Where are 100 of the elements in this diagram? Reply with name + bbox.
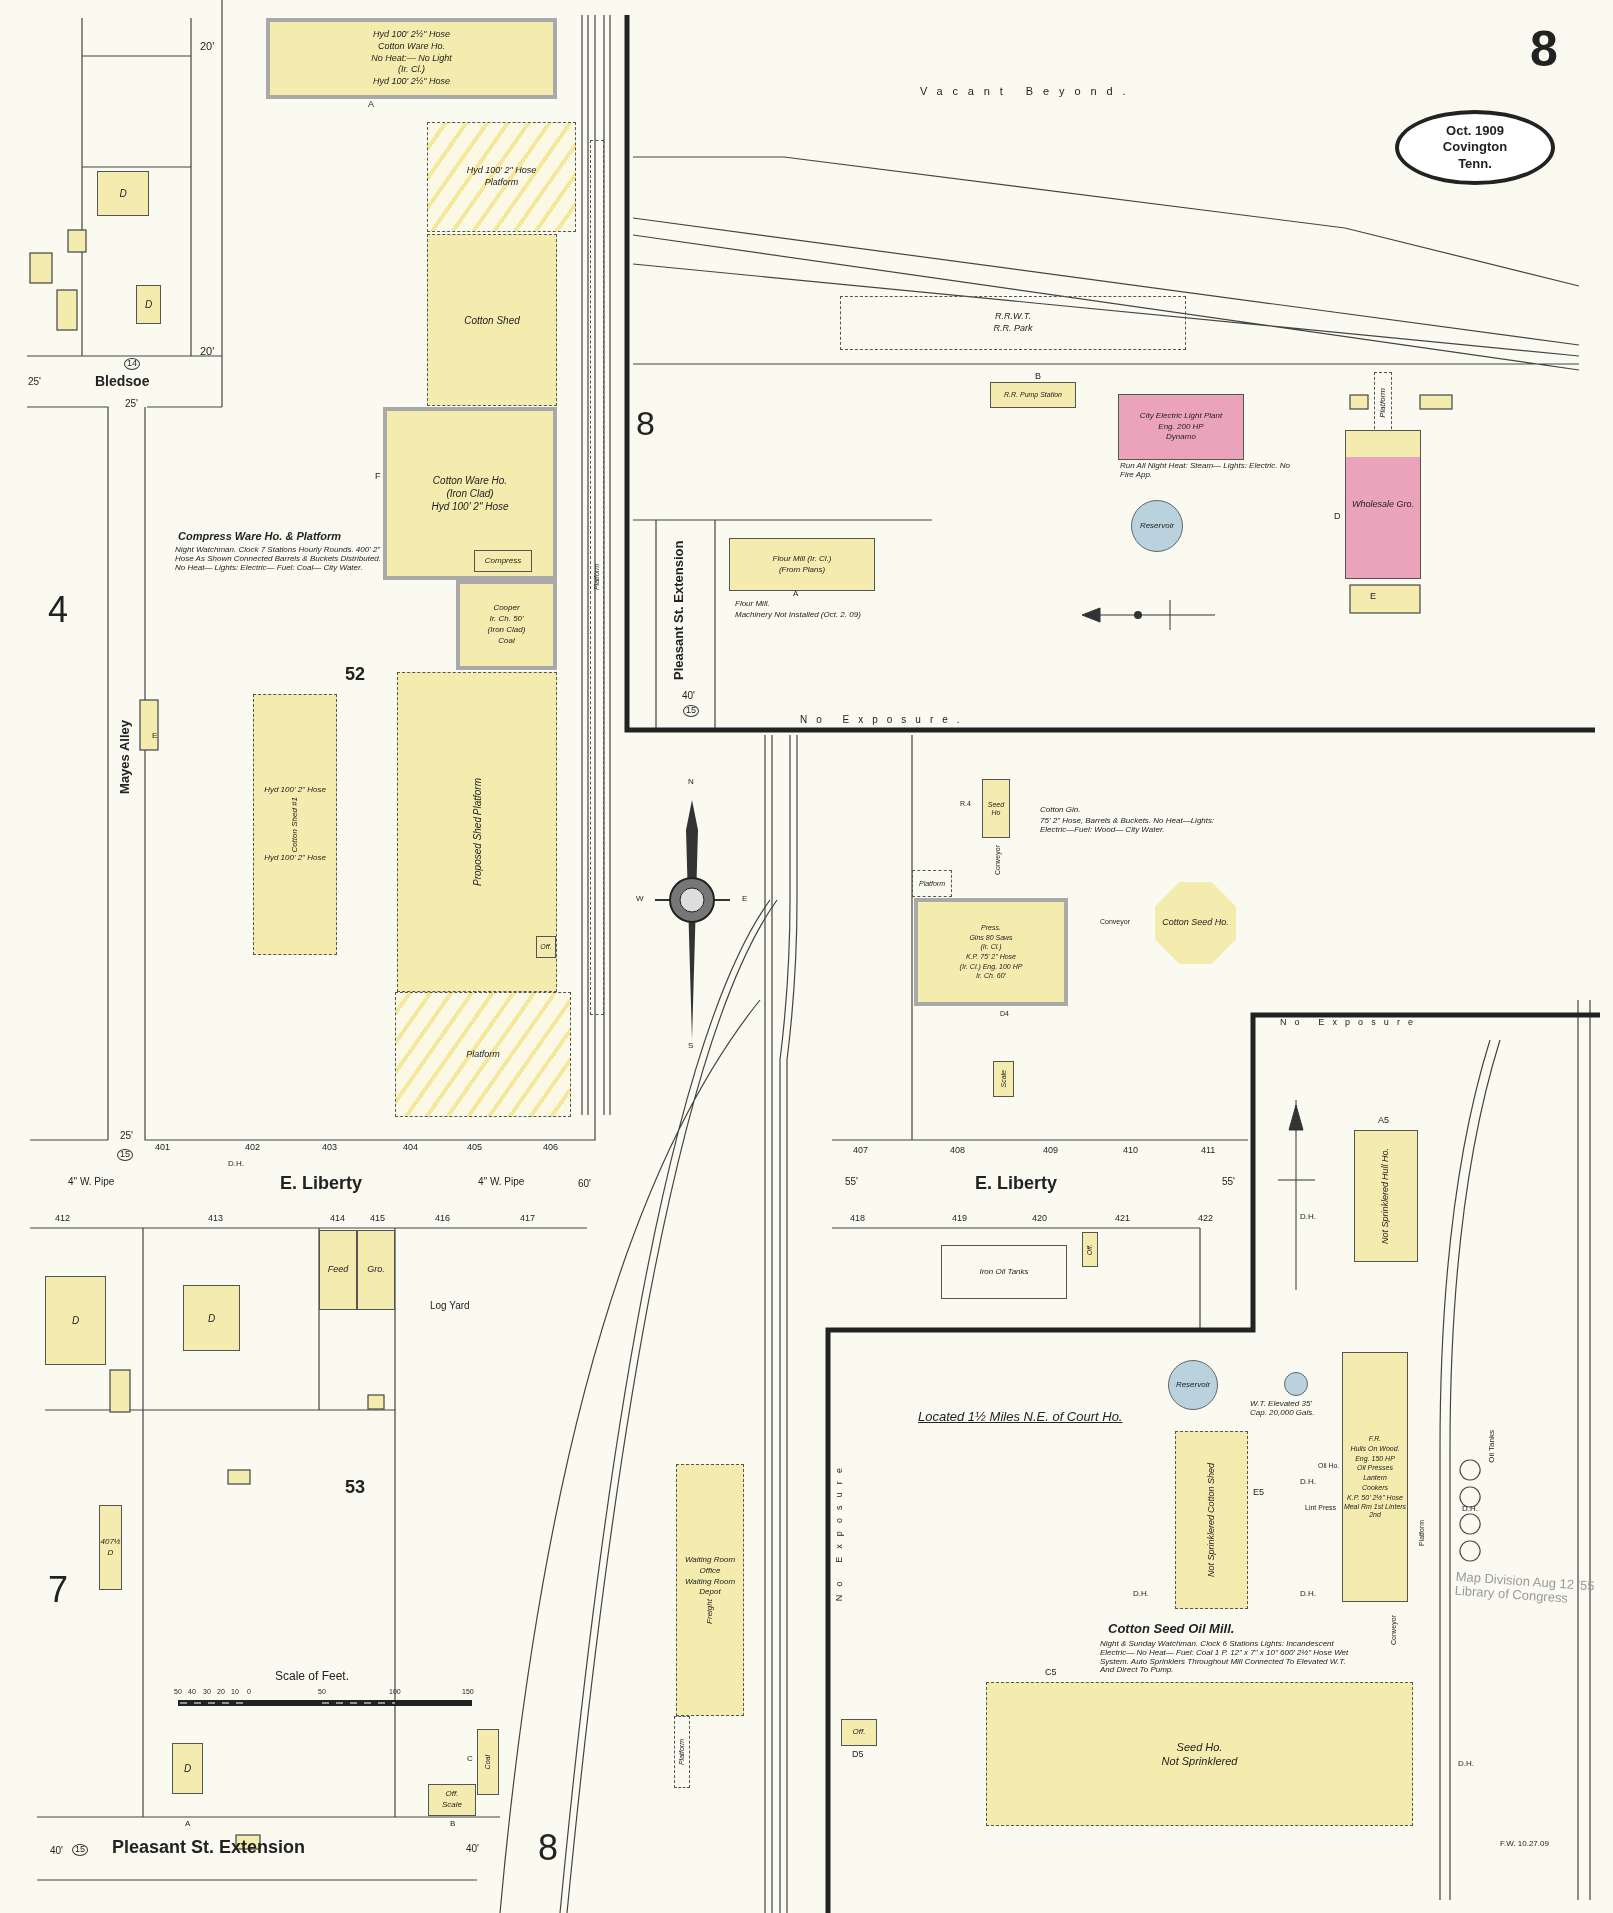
map-label: 422 [1198,1214,1214,1224]
map-label: Located 1½ Miles N.E. of Court Ho. [918,1410,1123,1425]
map-label: E5 [1253,1488,1264,1498]
map-label: 416 [435,1214,451,1224]
building-label: Off. [852,1728,866,1737]
building-label: Hyd 100' 2½" Hose [373,29,450,40]
building-footprint [99,1505,122,1590]
building-footprint [676,1464,744,1716]
map-label: D.H. [1458,1760,1474,1769]
building-label: Hyd 100' 2½" Hose [373,77,450,88]
building-caption: Cotton Gin. [1040,806,1082,815]
map-label: 53 [345,1478,366,1498]
building-footprint [1354,1130,1418,1262]
map-label: D.H. [1462,1505,1478,1514]
building-footprint [456,580,557,670]
map-label: 408 [950,1146,966,1156]
building-label: Ir. Ch. 50' [489,615,524,624]
building-label: D [207,1312,216,1324]
map-label: 403 [322,1143,338,1153]
building-footprint [136,285,161,324]
building-label: Off. [445,1790,459,1799]
building-label: Cotton Shed #1 [290,796,300,853]
building-label: D [119,188,127,199]
building-footprint [982,779,1010,838]
map-label: 411 [1201,1146,1216,1156]
map-label: 417 [520,1214,536,1224]
building-label: (Ir. Cl.) [397,65,426,76]
map-label: 407 [853,1146,869,1156]
map-label: 404 [403,1143,419,1153]
map-label: 419 [952,1214,968,1224]
building-label: (From Plans) [778,565,826,575]
building-label: R.R. Park [993,324,1033,334]
building-label: 407½ [100,1537,121,1547]
building-label: Dynamo [1166,433,1196,443]
map-label: 7 [48,1570,69,1610]
map-label: A5 [1378,1116,1389,1126]
building-footprint [1082,1232,1098,1267]
building-footprint [986,1682,1413,1826]
building-label: Reservoir [1139,521,1175,531]
building-footprint [172,1743,203,1794]
building-footprint [97,171,149,216]
map-label: Scale of Feet. [275,1670,350,1684]
building-caption: Run All Night Heat: Steam— Lights: Electric. No Fire App. [1120,462,1291,480]
building-label: Platform [466,1049,500,1060]
map-label: 406 [543,1143,559,1153]
map-label: E. Liberty [975,1174,1058,1194]
building-footprint [319,1230,357,1310]
building-footprint [427,122,576,232]
map-label: W [636,895,644,904]
map-label: Compress Ware Ho. & Platform [178,530,341,543]
building-label: Not Sprinklered [1161,1755,1238,1768]
building-footprint [357,1230,395,1310]
map-label: Log Yard [430,1300,470,1311]
building-label: Cotton Ware Ho. [378,41,445,52]
map-label: 40' [682,690,696,701]
reservoir-circle [1131,500,1183,552]
building-footprint [428,1784,476,1816]
building-label: No Heat:— No Light [371,53,452,64]
map-label: No Exposure. [800,714,969,725]
map-label: 402 [245,1143,261,1153]
building-label: Not Sprinklered [1206,1515,1217,1578]
note-text: Map Division Aug 12 '55 Library of Congress [1454,1569,1596,1608]
map-label: D.H. [1300,1213,1316,1222]
building-label: Seed Ho. [1176,1740,1223,1753]
map-label: 405 [467,1143,483,1153]
map-label: 4" W. Pipe [68,1176,115,1187]
building-label: Oct. 1909 [1446,124,1504,139]
building-label: D [144,299,153,310]
building-footprint [474,550,532,572]
reservoir-circle [1168,1360,1218,1410]
map-label: 55' [845,1176,859,1187]
building-footprint [914,898,1068,1006]
octagonal-building [1155,882,1236,964]
building-label: Wholesale Gro. [1352,499,1414,510]
building-label: (Iron Clad) [446,488,494,499]
map-label: N [688,778,694,787]
building-label: D [107,1548,114,1558]
building-footprint [841,1719,877,1746]
building-caption: Machinery Not Installed (Oct. 2. 09) [735,611,862,620]
map-label: D.H. [1300,1478,1316,1487]
building-label: Hyd 100' 2" Hose [264,785,326,795]
building-label: Compress [484,556,522,566]
note-text: Night Watchman. Clock 7 Stations Hourly Rounds. 400' 2" Hose As Shown Connected Barrels & Buckets Distributed. No Heat— Lights: Electric— Fuel: Coal— City Water. [175,546,383,573]
map-label: 52 [345,665,366,685]
building-footprint [941,1245,1067,1299]
building-label: Cotton Seed Ho. [1162,918,1229,928]
building-caption: 75' 2" Hose, Barrels & Buckets. No Heat—Lights: Electric—Fuel: Wood— City Water. [1040,817,1216,835]
building-footprint [427,234,557,406]
map-label: E [742,895,748,904]
building-label: Waiting Room [684,1577,736,1587]
building-label: Reservoir [1175,1380,1211,1390]
building-label: Cotton Shed [464,314,520,326]
map-label: S [688,1042,694,1051]
building-footprint [395,992,571,1117]
note-text: Pleasant St. Extension [672,540,687,680]
building-label: Feed [327,1265,349,1275]
building-label: Iron Oil Tanks [979,1267,1029,1277]
map-label: 25' [125,398,139,409]
map-label: 8 [538,1828,559,1868]
map-label: 418 [850,1214,866,1224]
